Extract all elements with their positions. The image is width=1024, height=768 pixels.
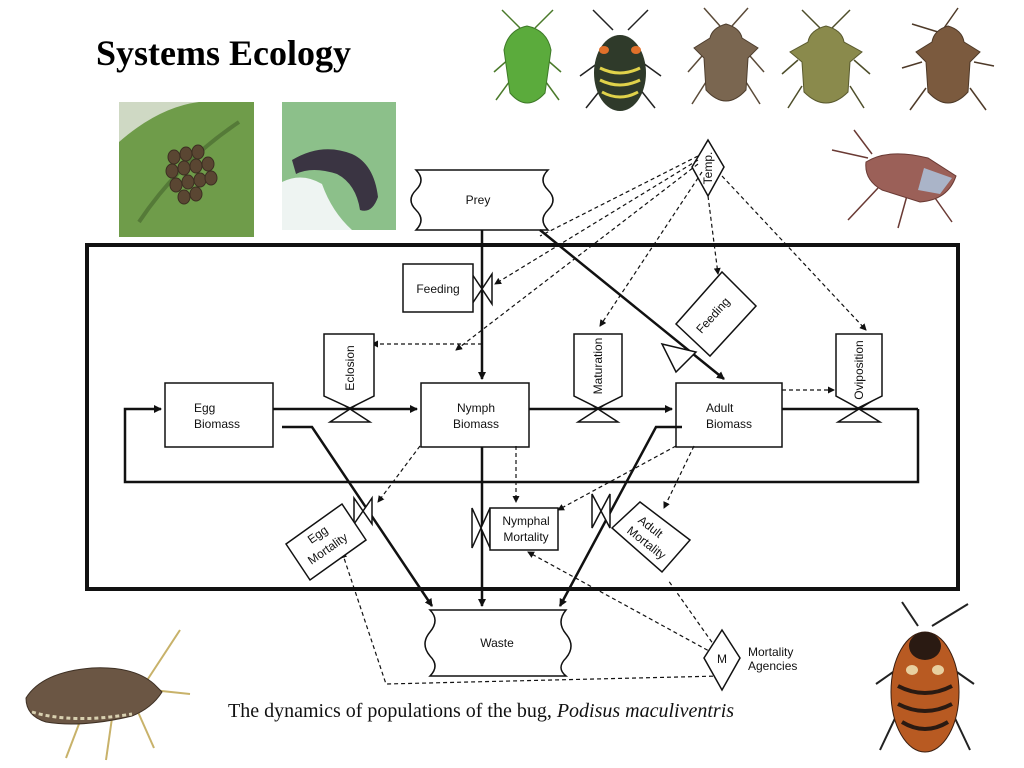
egg-cluster-illustration <box>119 102 254 237</box>
egg-biomass-label-2: Biomass <box>194 417 240 431</box>
nymphal-mortality-label-1: Nymphal <box>502 514 549 528</box>
brown-bug-illustration-2 <box>901 7 995 111</box>
feeding-nymph-label: Feeding <box>416 282 459 296</box>
green-bug-photo <box>490 8 565 118</box>
nymph-on-leaf-photo <box>282 102 396 230</box>
adult-biomass-label-1: Adult <box>706 401 734 415</box>
mortality-agencies-label-2: Agencies <box>748 659 797 673</box>
reddish-bug-photo <box>828 128 968 232</box>
brown-bug-photo-1 <box>686 6 766 114</box>
slide-title: Systems Ecology <box>96 33 351 73</box>
maturation-box: Maturation <box>573 333 623 409</box>
feeding-nymph-box: Feeding <box>402 263 474 313</box>
egg-biomass-box: Egg Biomass <box>164 382 274 448</box>
prey-label: Prey <box>466 193 491 207</box>
feeding-adult-box: Feeding <box>674 270 758 358</box>
waste-label: Waste <box>480 636 514 650</box>
caption-species: Podisus maculiventris <box>556 700 735 722</box>
nymphal-mortality-box: Nymphal Mortality <box>489 507 559 551</box>
egg-mortality-valve <box>353 495 373 527</box>
adult-mortality-box: Adult Mortality <box>610 501 692 574</box>
eclosion-box: Eclosion <box>323 333 375 409</box>
flow-valves <box>327 271 883 549</box>
mortality-agencies-label-1: Mortality <box>748 645 793 659</box>
oviposition-label: Oviposition <box>852 340 866 399</box>
system-boundary <box>85 243 960 591</box>
nymph-on-leaf-illustration <box>282 102 396 230</box>
prey-source: Prey <box>410 169 554 231</box>
brown-bug-photo-2 <box>898 6 998 116</box>
adult-biomass-label-2: Biomass <box>706 417 752 431</box>
waste-sink: Waste <box>424 609 572 677</box>
reddish-bug-illustration <box>831 129 957 229</box>
mortality-agencies-driver: M Mortality Agencies <box>703 628 797 692</box>
oviposition-box: Oviposition <box>835 333 883 409</box>
eclosion-label: Eclosion <box>343 345 357 390</box>
egg-biomass-label-1: Egg <box>194 401 215 415</box>
maturation-label: Maturation <box>591 338 605 395</box>
adult-mortality-valve <box>591 493 611 529</box>
egg-cluster-photo <box>119 102 254 237</box>
orange-nymph-illustration <box>875 601 975 753</box>
temp-label: Temp. <box>701 152 715 185</box>
feeding-adult-valve <box>660 342 698 374</box>
adult-biomass-box: Adult Biomass <box>675 382 783 448</box>
nymph-biomass-label-2: Biomass <box>453 417 499 431</box>
brown-bug-illustration-1 <box>687 7 765 105</box>
black-yellow-nymph-photo <box>578 8 663 118</box>
stink-bug-side-photo <box>22 628 194 762</box>
nymph-biomass-label-1: Nymph <box>457 401 495 415</box>
information-flows <box>340 155 867 685</box>
stink-bug-side-illustration <box>25 629 191 761</box>
nymphal-mortality-label-2: Mortality <box>503 530 548 544</box>
m-label: M <box>717 652 727 666</box>
caption-prefix: The dynamics of populations of the bug, <box>228 700 557 722</box>
nymph-biomass-box: Nymph Biomass <box>420 382 530 448</box>
orange-nymph-photo <box>872 600 978 762</box>
diagram-caption: The dynamics of populations of the bug, … <box>228 700 734 723</box>
olive-bug-photo <box>780 8 872 116</box>
temp-driver: Temp. <box>691 138 725 198</box>
olive-bug-illustration <box>781 9 871 109</box>
black-yellow-nymph-illustration <box>579 9 662 111</box>
green-bug-illustration <box>493 9 562 104</box>
